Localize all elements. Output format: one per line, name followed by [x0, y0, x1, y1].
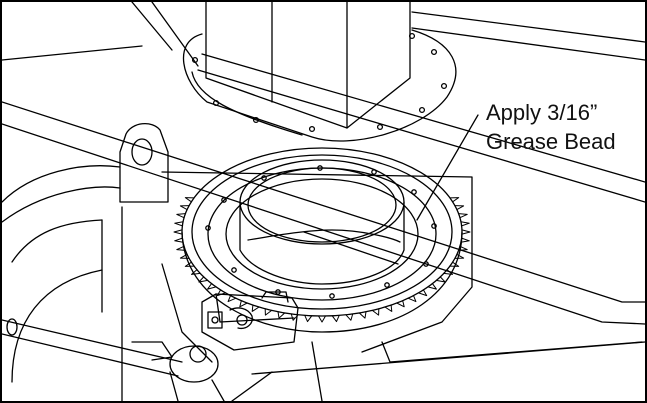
gear-tooth [449, 197, 460, 203]
callout-line-1: Apply 3/16” [486, 100, 598, 125]
gear-tooth [345, 313, 354, 321]
callout-leader-line [416, 114, 479, 221]
gear-tooth [318, 315, 326, 323]
gear-tooth [198, 276, 209, 283]
gear-tooth [176, 213, 186, 219]
gear-tooth [418, 289, 428, 297]
base-plate [121, 171, 645, 401]
lifting-bracket [2, 123, 169, 383]
square-post [205, 2, 411, 129]
actuator-rod [2, 318, 225, 401]
gear-tooth [460, 237, 470, 243]
gear-tooth [427, 283, 437, 290]
ring-teeth [173, 197, 471, 323]
grease-callout: Apply 3/16” Grease Bead [486, 98, 616, 156]
gear-tooth [449, 261, 460, 267]
gear-tooth [191, 269, 201, 275]
gear-tooth [227, 295, 237, 303]
gear-tooth [458, 245, 468, 251]
gear-tooth [331, 314, 340, 323]
gear-tooth [460, 221, 470, 227]
gear-tooth [174, 221, 184, 227]
gear-tooth [304, 314, 313, 323]
gear-tooth [407, 295, 417, 303]
gear-tooth [454, 253, 465, 259]
gear-tooth [184, 261, 195, 267]
gear-tooth [264, 308, 273, 316]
gear-tooth [179, 205, 190, 211]
gear-tooth [173, 229, 183, 235]
gear-tooth [176, 245, 186, 251]
gear-tooth [179, 253, 190, 259]
gear-tooth [251, 304, 260, 312]
gear-tooth [461, 229, 471, 235]
gear-tooth [207, 283, 217, 290]
gear-tooth [371, 308, 380, 316]
gear-tooth [384, 304, 393, 312]
frame-beams [2, 2, 645, 325]
gear-tooth [443, 269, 453, 275]
gear-tooth [454, 205, 465, 211]
gear-tooth [396, 300, 405, 308]
gear-tooth [239, 300, 248, 308]
gear-tooth [458, 213, 468, 219]
drive-gearbox [201, 291, 299, 351]
gear-tooth [174, 237, 184, 243]
gear-tooth [184, 197, 195, 203]
gear-tooth [435, 276, 446, 283]
callout-line-2: Grease Bead [486, 129, 616, 154]
slewing-ring [173, 147, 471, 333]
gear-tooth [277, 311, 286, 319]
mounting-flange [182, 29, 457, 142]
center-sleeve [239, 159, 405, 285]
gear-tooth [358, 311, 367, 319]
